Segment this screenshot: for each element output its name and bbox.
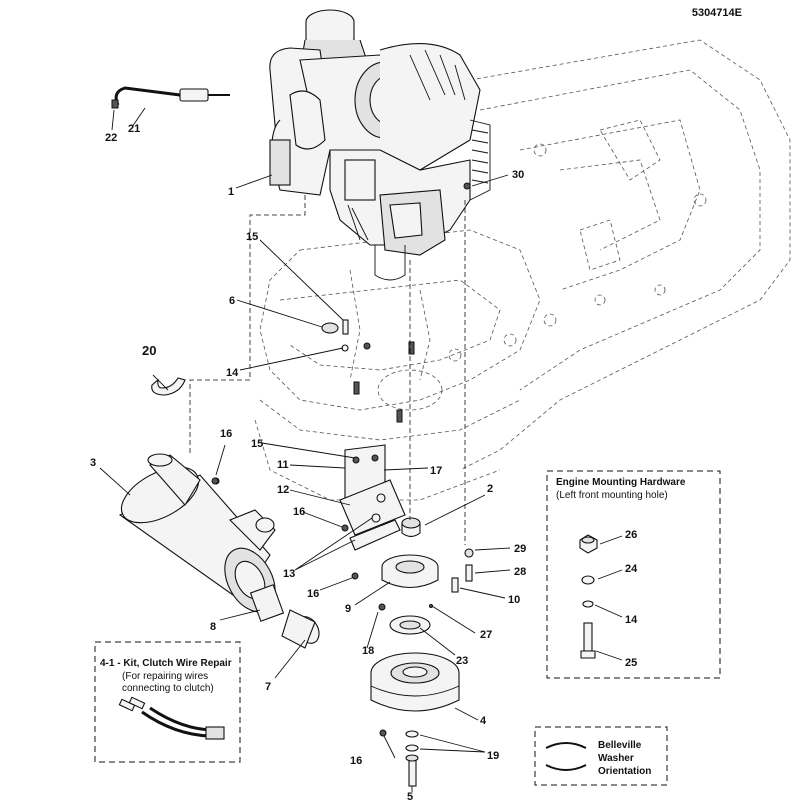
callout-16: 16 bbox=[350, 755, 362, 767]
engine bbox=[269, 9, 491, 281]
belleville-line3: Orientation bbox=[598, 766, 651, 777]
callout-10: 10 bbox=[508, 594, 520, 606]
callout-27: 27 bbox=[480, 629, 492, 641]
kit-line1: (For repairing wires bbox=[122, 671, 208, 682]
callout-7: 7 bbox=[265, 681, 271, 693]
kit-line2: connecting to clutch) bbox=[122, 683, 214, 694]
clutch-wire-kit-inset: 4-1 - Kit, Clutch Wire Repair (For repai… bbox=[94, 641, 241, 763]
clutch-assembly bbox=[370, 517, 474, 787]
callouts: 1 2 3 4 5 6 7 8 9 10 11 12 13 14 15 15 1… bbox=[90, 123, 526, 800]
callout-16: 16 bbox=[293, 506, 305, 518]
callout-28: 28 bbox=[514, 566, 526, 578]
callout-9: 9 bbox=[345, 603, 351, 615]
belleville-washer-inset: Belleville Washer Orientation bbox=[534, 726, 668, 786]
callout-1: 1 bbox=[228, 186, 234, 198]
callout-17: 17 bbox=[430, 465, 442, 477]
callout-3: 3 bbox=[90, 457, 96, 469]
clip-bracket bbox=[151, 377, 186, 396]
inset-callout-25: 25 bbox=[625, 657, 637, 669]
callout-8: 8 bbox=[210, 621, 216, 633]
callout-16: 16 bbox=[307, 588, 319, 600]
inset-callout-14: 14 bbox=[625, 614, 638, 626]
belleville-line1: Belleville bbox=[598, 740, 642, 751]
fuel-line-filter bbox=[111, 86, 230, 109]
callout-18: 18 bbox=[362, 645, 374, 657]
kit-title: 4-1 - Kit, Clutch Wire Repair bbox=[100, 658, 232, 669]
callout-19: 19 bbox=[487, 750, 499, 762]
callout-14: 14 bbox=[226, 367, 239, 379]
inset-title: Engine Mounting Hardware bbox=[556, 477, 686, 488]
muffler bbox=[118, 453, 320, 649]
callout-23: 23 bbox=[456, 655, 468, 667]
callout-15: 15 bbox=[251, 438, 263, 450]
callout-6: 6 bbox=[229, 295, 235, 307]
small-hardware bbox=[211, 319, 415, 737]
callout-12: 12 bbox=[277, 484, 289, 496]
callout-21: 21 bbox=[128, 123, 140, 135]
belleville-line2: Washer bbox=[598, 753, 634, 764]
callout-5: 5 bbox=[407, 791, 413, 800]
callout-30: 30 bbox=[512, 169, 524, 181]
callout-11: 11 bbox=[277, 459, 289, 471]
document-number: 5304714E bbox=[692, 7, 742, 19]
callout-13: 13 bbox=[283, 568, 295, 580]
callout-15: 15 bbox=[246, 231, 258, 243]
callout-29: 29 bbox=[514, 543, 526, 555]
callout-22: 22 bbox=[105, 132, 117, 144]
leader-lines bbox=[99, 107, 511, 792]
callout-20: 20 bbox=[142, 343, 156, 358]
exhaust-path bbox=[189, 195, 306, 455]
callout-2: 2 bbox=[487, 483, 493, 495]
engine-mounting-hardware-inset: Engine Mounting Hardware (Left front mou… bbox=[546, 470, 721, 679]
callout-16: 16 bbox=[220, 428, 232, 440]
inset-callout-26: 26 bbox=[625, 529, 637, 541]
inset-callout-24: 24 bbox=[625, 563, 638, 575]
inset-subtitle: (Left front mounting hole) bbox=[556, 490, 668, 501]
mount-brackets bbox=[339, 444, 406, 551]
callout-4: 4 bbox=[480, 715, 487, 727]
